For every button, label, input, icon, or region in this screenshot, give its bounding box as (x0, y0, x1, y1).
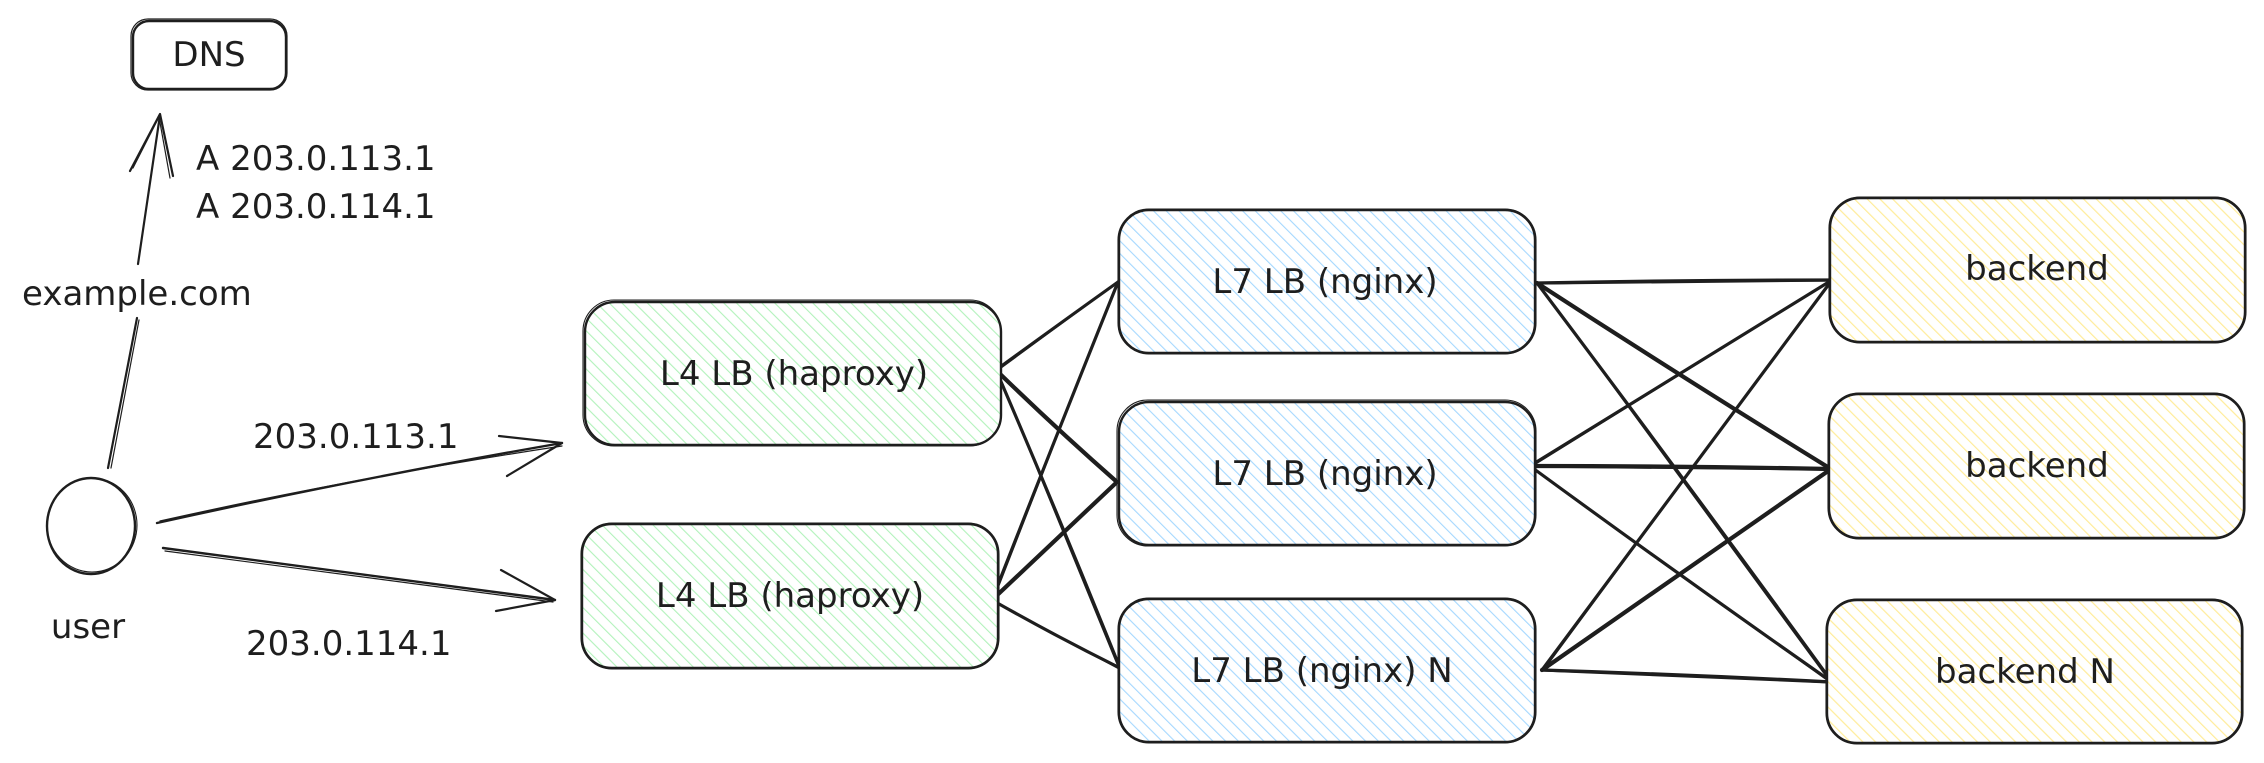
l7-lb-node-2[interactable]: L7 LB (nginx) (1116, 399, 1537, 547)
backend-node-2[interactable]: backend (1827, 392, 2246, 540)
connector-sketch-l4-1-to-l7-1 (996, 282, 1118, 372)
connector-sketch-l7-1-to-be-1 (1537, 280, 1832, 285)
connector-sketch-l7-2-to-be-1 (1530, 280, 1832, 468)
l4-lb-label-2: L4 LB (haproxy) (656, 576, 924, 616)
connector-sketch-l7-1-to-be-3 (1537, 283, 1832, 684)
l7-lb-node-1[interactable]: L7 LB (nginx) (1117, 208, 1537, 355)
arrowhead-icon (494, 568, 557, 613)
l7-lb-label-2: L7 LB (nginx) (1212, 454, 1437, 494)
backend-label-3: backend N (1935, 652, 2115, 692)
dns-label: DNS (172, 35, 245, 75)
connector-l7-2-to-be-2 (1527, 463, 1834, 472)
backend-node-1[interactable]: backend (1828, 196, 2247, 344)
l4-lb-node-1[interactable]: L4 LB (haproxy) (582, 299, 1003, 447)
dns-query-label: example.com (22, 274, 252, 314)
connector-sketch-l4-2-to-l7-2 (992, 482, 1117, 602)
connector-sketch-l4-1-to-l7-3 (996, 370, 1120, 670)
connector-sketch-l4-2-to-l7-3 (992, 600, 1120, 670)
l7-lb-label-1: L7 LB (nginx) (1212, 262, 1437, 302)
ip-label-1: 203.0.113.1 (253, 417, 458, 457)
connector-sketch-l4-1-to-l7-2 (996, 370, 1117, 484)
dns-box-sketch (130, 18, 288, 91)
connector-sketch-l7-1-to-be-2 (1537, 283, 1831, 471)
arrowhead-icon (497, 434, 564, 478)
dns-record-2: A 203.0.114.1 (196, 187, 436, 227)
dns-record-1: A 203.0.113.1 (196, 139, 436, 179)
l4-lb-label-1: L4 LB (haproxy) (660, 354, 928, 394)
arrowhead-icon (128, 112, 175, 178)
connector-l7-3-to-be-3 (1540, 668, 1834, 684)
connector-l7-1-to-be-1 (1535, 278, 1834, 285)
user-to-l4-arrows (155, 434, 564, 613)
backend-node-3[interactable]: backend N (1825, 598, 2244, 745)
dns-node[interactable]: DNS (130, 18, 288, 91)
connector-sketch-l7-3-to-be-1 (1542, 280, 1832, 672)
l4-lb-node-2[interactable]: L4 LB (haproxy) (580, 522, 1000, 670)
connectors (989, 278, 1834, 684)
connector-sketch-l4-2-to-l7-1 (992, 282, 1118, 602)
dns-box (131, 19, 288, 91)
l7-lb-node-3[interactable]: L7 LB (nginx) N (1117, 597, 1537, 744)
l7-lb-label-3: L7 LB (nginx) N (1191, 651, 1452, 691)
user-node[interactable]: user (45, 476, 138, 647)
ip-label-2: 203.0.114.1 (246, 624, 451, 664)
user-label: user (51, 607, 125, 647)
connector-sketch-l7-2-to-be-2 (1530, 466, 1831, 471)
connector-sketch-l7-3-to-be-3 (1542, 670, 1832, 684)
connector-sketch-l7-3-to-be-2 (1542, 469, 1831, 672)
backend-label-2: backend (1965, 446, 2109, 486)
backend-label-1: backend (1965, 249, 2109, 289)
dns-query-arrow (106, 112, 175, 470)
